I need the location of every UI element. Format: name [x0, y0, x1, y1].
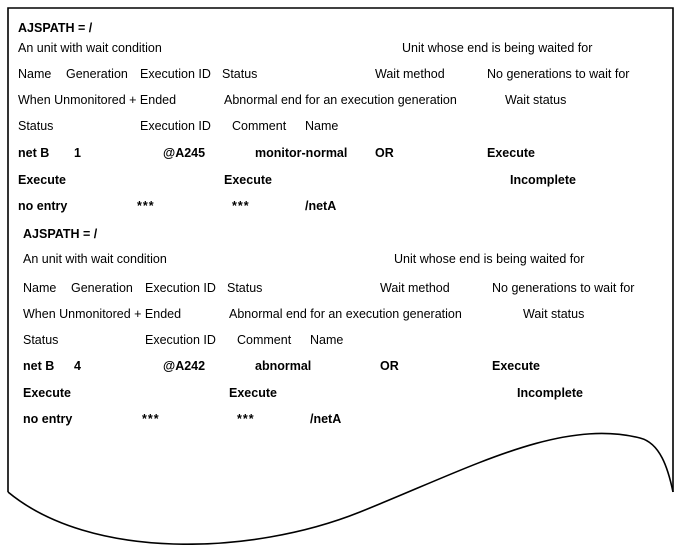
- column-header-status-b2: Status: [227, 281, 263, 295]
- ajspath-label-2: AJSPATH = /: [23, 227, 98, 241]
- column-header-comment: Comment: [232, 119, 287, 133]
- data-wait-method-b2: OR: [380, 359, 399, 373]
- data-comment: ***: [232, 199, 250, 213]
- data-when-unmonitored-ended: Execute: [18, 173, 66, 187]
- section-heading-right: Unit whose end is being waited for: [402, 41, 593, 55]
- data-execution-id: @A245: [163, 146, 206, 160]
- column-header-status-2: Status: [18, 119, 54, 133]
- data-no-generations-to-wait-for: Execute: [487, 146, 535, 160]
- column-header-name-2-b2: Name: [310, 333, 344, 347]
- column-header-name-b2: Name: [23, 281, 57, 295]
- data-wait-status: Incomplete: [510, 173, 576, 187]
- data-comment-b2: ***: [237, 412, 255, 426]
- column-header-status: Status: [222, 67, 258, 81]
- data-no-generations-to-wait-for-b2: Execute: [492, 359, 540, 373]
- column-header-execution-id-2: Execution ID: [140, 119, 211, 133]
- data-execution-id-2: ***: [137, 199, 155, 213]
- data-abnormal-end-for-execution-generation-b2: Execute: [229, 386, 277, 400]
- section-heading-left-2: An unit with wait condition: [23, 252, 167, 266]
- data-status: monitor-normal: [255, 146, 348, 160]
- data-generation-b2: 4: [74, 359, 81, 373]
- column-header-when-unmonitored-ended: When Unmonitored + Ended: [18, 93, 177, 107]
- data-name-2: /netA: [305, 199, 337, 213]
- data-execution-id-2-b2: ***: [142, 412, 160, 426]
- column-header-name-2: Name: [305, 119, 339, 133]
- data-status-2-b2: no entry: [23, 412, 73, 426]
- data-wait-status-b2: Incomplete: [517, 386, 583, 400]
- column-header-no-generations-to-wait-for-b2: No generations to wait for: [492, 281, 635, 295]
- ajspath-label: AJSPATH = /: [18, 21, 93, 35]
- data-wait-method: OR: [375, 146, 394, 160]
- column-header-status-2-b2: Status: [23, 333, 59, 347]
- column-header-execution-id: Execution ID: [140, 67, 211, 81]
- column-header-wait-method: Wait method: [375, 67, 445, 81]
- data-status-2: no entry: [18, 199, 68, 213]
- data-unit-name-b2: net B: [23, 359, 55, 373]
- section-heading-left: An unit with wait condition: [18, 41, 162, 55]
- data-name-2-b2: /netA: [310, 412, 342, 426]
- column-header-execution-id-2-b2: Execution ID: [145, 333, 216, 347]
- column-header-abnormal-end-for-execution-generation-b2: Abnormal end for an execution generation: [229, 307, 462, 321]
- column-header-abnormal-end-for-execution-generation: Abnormal end for an execution generation: [224, 93, 457, 107]
- column-header-wait-method-b2: Wait method: [380, 281, 450, 295]
- column-header-execution-id-b2: Execution ID: [145, 281, 216, 295]
- data-when-unmonitored-ended-b2: Execute: [23, 386, 71, 400]
- column-header-name: Name: [18, 67, 52, 81]
- column-header-when-unmonitored-ended-b2: When Unmonitored + Ended: [23, 307, 182, 321]
- page-border-wave: [7, 432, 674, 545]
- column-header-wait-status: Wait status: [505, 93, 567, 107]
- column-header-no-generations-to-wait-for: No generations to wait for: [487, 67, 630, 81]
- column-header-comment-b2: Comment: [237, 333, 292, 347]
- data-abnormal-end-for-execution-generation: Execute: [224, 173, 272, 187]
- data-generation: 1: [74, 146, 81, 160]
- section-heading-right-2: Unit whose end is being waited for: [394, 252, 585, 266]
- data-status-b2: abnormal: [255, 359, 312, 373]
- page-border-straight: [7, 7, 674, 492]
- data-unit-name: net B: [18, 146, 50, 160]
- data-execution-id-b2: @A242: [163, 359, 206, 373]
- column-header-generation-b2: Generation: [71, 281, 133, 295]
- column-header-wait-status-b2: Wait status: [523, 307, 585, 321]
- column-header-generation: Generation: [66, 67, 128, 81]
